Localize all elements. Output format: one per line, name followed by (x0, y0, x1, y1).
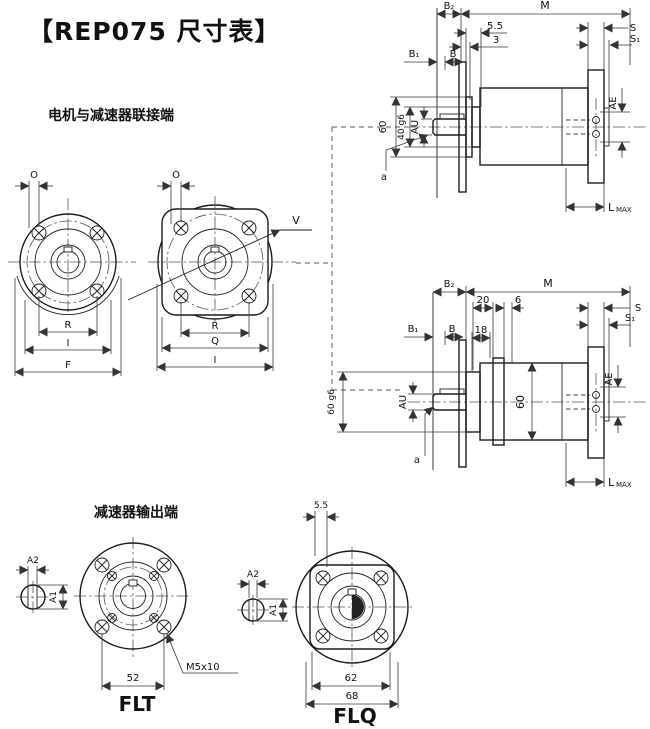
output-view-flq: 5.5 A2 A1 (237, 501, 412, 709)
dim-label-m5-flt: M5x10 (186, 662, 220, 673)
dim-label-r-round: R (65, 320, 72, 331)
dim-label-6-bot: 6 (515, 295, 521, 306)
output-view-flt: A2 A1 M5x10 52 (16, 537, 238, 691)
projection-connectors (296, 126, 408, 391)
view-name-flt: FLT (118, 692, 156, 716)
dim-label-au-top: AU (410, 120, 421, 134)
dim-label-b-top: B (450, 49, 457, 60)
dim-label-b2-bot: B₂ (444, 279, 455, 290)
dim-label-55-top: 5.5 (487, 21, 503, 32)
dim-label-b1-bot: B₁ (408, 324, 419, 335)
dim-label-a1-flt: A1 (49, 591, 59, 603)
dim-label-l-top: L (608, 201, 615, 214)
front-view-square: V O R Q I (127, 170, 312, 372)
dim-label-au-bot: AU (398, 395, 409, 409)
dim-label-o-round: O (30, 170, 38, 181)
dim-label-m-top: M (540, 0, 550, 12)
dim-label-lmax-bot: MAX (616, 481, 632, 489)
dim-label-ae-top: AE (608, 96, 619, 109)
dim-label-i-round: I (67, 338, 70, 349)
dim-label-52-flt: 52 (127, 673, 140, 684)
dim-label-m-bot: M (543, 277, 553, 290)
front-view-round: O R I F (8, 170, 136, 377)
dim-label-ae-bot: AE (604, 372, 615, 385)
dim-label-62-flq: 62 (345, 673, 358, 684)
dim-label-a2-flq: A2 (247, 570, 259, 580)
dim-label-s1-bot: S₁ (625, 313, 635, 324)
dim-label-60-bot: 60 (514, 395, 527, 409)
dim-label-l-bot: L (608, 476, 615, 489)
dim-label-v: V (292, 214, 300, 227)
dim-label-r-square: R (212, 321, 219, 332)
dim-label-18-bot: 18 (475, 325, 488, 336)
dim-label-s1-top: S₁ (630, 34, 640, 45)
dim-label-b-bot: B (449, 324, 456, 335)
side-view-bottom: B₂ M 20 6 B₁ B 18 S (327, 277, 648, 489)
dim-label-b2-top: B₂ (444, 1, 455, 12)
dim-label-a-top: a (381, 172, 387, 183)
section-label-output-end: 减速器输出端 (94, 505, 178, 521)
dim-label-60g6-bot: 60 g6 (327, 389, 337, 415)
dim-label-q-square: Q (211, 336, 219, 347)
dim-label-f-round: F (65, 360, 71, 371)
dim-label-s-top: S (630, 23, 636, 34)
dim-label-s-bot: S (635, 303, 641, 314)
dim-label-60-top: 60 (378, 121, 389, 134)
dim-label-55-flq: 5.5 (314, 501, 328, 511)
page-title: 【REP075 尺寸表】 (28, 17, 281, 46)
dim-label-20-bot: 20 (477, 295, 490, 306)
dim-label-3-top: 3 (493, 35, 499, 46)
side-view-top: B₂ M 5.5 3 B₁ B S (378, 0, 648, 214)
dim-label-68-flq: 68 (346, 691, 359, 702)
dim-label-a2-flt: A2 (27, 556, 39, 566)
dim-label-o-square: O (172, 170, 180, 181)
dim-label-40g6-top: 40 g6 (397, 114, 407, 140)
section-label-motor-end: 电机与减速器联接端 (48, 108, 174, 124)
dim-label-lmax-top: MAX (616, 206, 632, 214)
dim-label-a-bot: a (414, 455, 420, 466)
dim-label-b1-top: B₁ (409, 49, 420, 60)
dim-label-i-square: I (214, 355, 217, 366)
dim-label-a1-flq: A1 (269, 604, 279, 616)
